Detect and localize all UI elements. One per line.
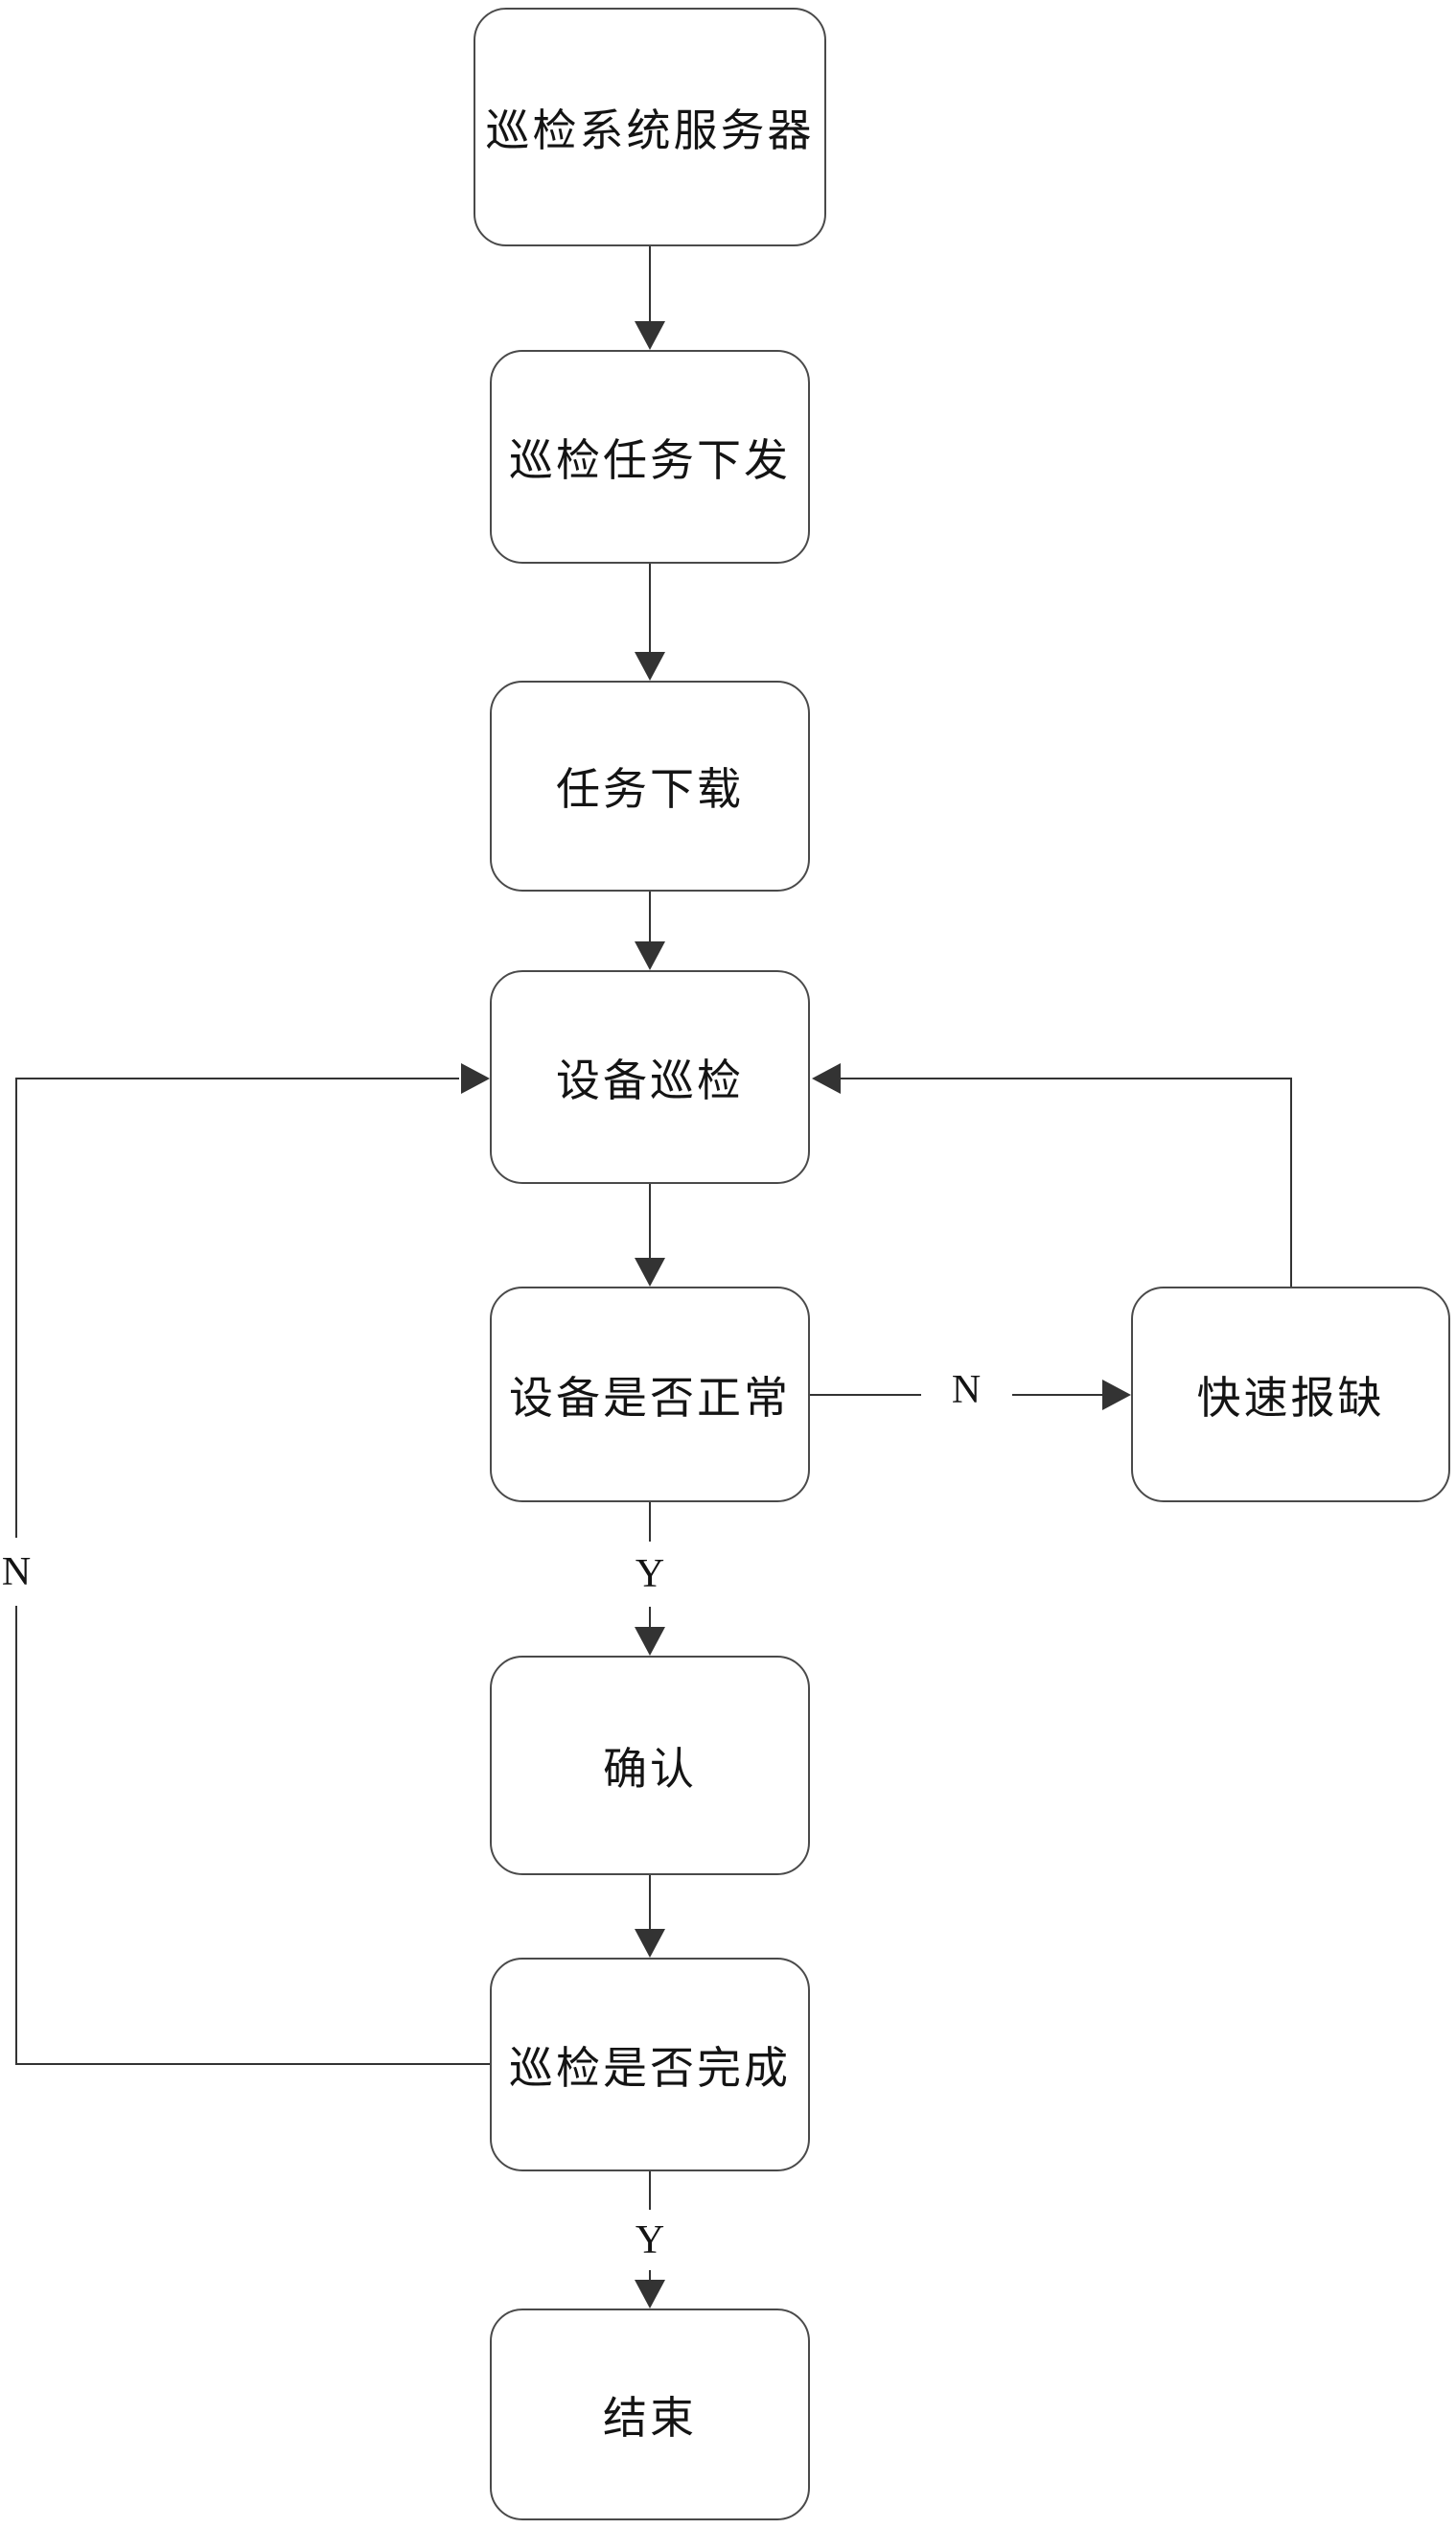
arrowhead-down-icon: [635, 652, 665, 681]
connector-line: [15, 1606, 490, 2065]
edge-check-normal-to-confirm: [635, 1502, 665, 1656]
arrowhead-down-icon: [635, 1929, 665, 1958]
node-label: 确认: [603, 1744, 697, 1794]
node-label: 快速报缺: [1196, 1373, 1385, 1423]
edge-check-normal-to-report: [810, 1380, 1131, 1410]
connector-line: [15, 1078, 459, 1538]
connector-line: [841, 1078, 1292, 1287]
edge-label-n-left: N: [0, 1550, 35, 1594]
node-end: 结束: [490, 2309, 810, 2520]
node-label: 设备是否正常: [509, 1373, 791, 1423]
node-label: 巡检系统服务器: [485, 105, 815, 155]
edge-download-to-inspect: [635, 892, 665, 970]
edge-label-y-bottom: Y: [631, 2218, 669, 2262]
node-equipment-normal-decision: 设备是否正常: [490, 1287, 810, 1502]
node-label: 巡检是否完成: [509, 2043, 791, 2093]
arrowhead-right-icon: [1102, 1380, 1131, 1410]
node-inspection-server: 巡检系统服务器: [474, 8, 826, 246]
node-task-download: 任务下载: [490, 681, 810, 892]
edge-report-to-inspect-loop: [812, 1063, 1292, 1287]
edge-server-to-dispatch: [635, 246, 665, 350]
arrowhead-left-icon: [812, 1063, 841, 1094]
node-label: 设备巡检: [556, 1056, 744, 1105]
node-equipment-inspection: 设备巡检: [490, 970, 810, 1184]
node-inspection-done-decision: 巡检是否完成: [490, 1958, 810, 2171]
edge-check-done-to-inspect-loop: [15, 1063, 490, 2065]
node-quick-defect-report: 快速报缺: [1131, 1287, 1450, 1502]
node-confirm: 确认: [490, 1656, 810, 1875]
arrowhead-down-icon: [635, 941, 665, 970]
edge-inspect-to-check-normal: [635, 1184, 665, 1287]
node-label: 任务下载: [556, 765, 744, 814]
node-label: 巡检任务下发: [509, 435, 791, 485]
arrowhead-down-icon: [635, 321, 665, 350]
edge-dispatch-to-download: [635, 564, 665, 681]
arrowhead-down-icon: [635, 2280, 665, 2309]
edge-confirm-to-check-done: [635, 1875, 665, 1958]
edge-label-n-right: N: [947, 1368, 985, 1412]
arrowhead-down-icon: [635, 1627, 665, 1656]
node-label: 结束: [603, 2393, 697, 2443]
arrowhead-down-icon: [635, 1258, 665, 1287]
edge-label-y-middle: Y: [631, 1552, 669, 1596]
edge-check-done-to-end: [635, 2171, 665, 2309]
node-task-dispatch: 巡检任务下发: [490, 350, 810, 564]
arrowhead-right-icon: [461, 1063, 490, 1094]
